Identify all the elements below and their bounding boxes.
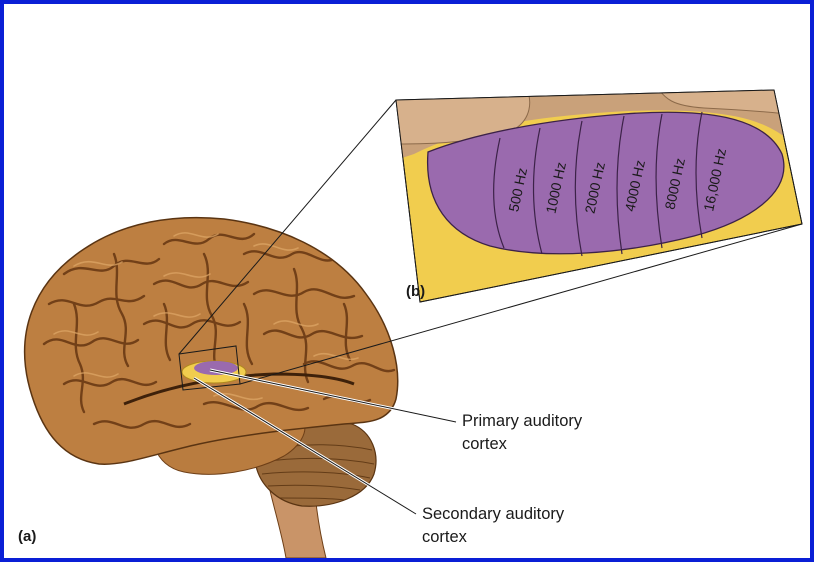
cerebrum <box>24 216 399 465</box>
primary-auditory-label-line2: cortex <box>462 435 508 453</box>
primary-auditory-label-line1: Primary auditory <box>462 412 583 430</box>
tonotopic-map <box>426 111 785 255</box>
primary-auditory-area <box>194 361 238 375</box>
zoom-lines <box>178 99 803 385</box>
primary-leader-line <box>209 369 457 423</box>
secondary-auditory-label-line1: Secondary auditory <box>422 505 565 523</box>
secondary-leader-line <box>193 377 417 515</box>
brain-illustration <box>24 216 399 558</box>
frequency-band-dividers <box>493 111 703 257</box>
lateral-sulcus <box>123 372 355 406</box>
secondary-auditory-label-line2: cortex <box>422 528 468 546</box>
panel-a-label: (a) <box>18 528 36 545</box>
panel-b-label: (b) <box>406 283 425 300</box>
